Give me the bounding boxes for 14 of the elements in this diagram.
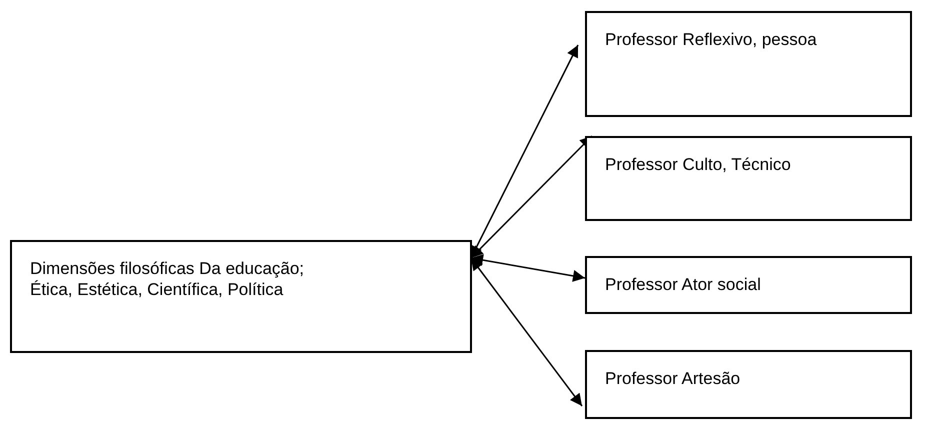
- box-text: Professor Ator social: [605, 274, 762, 295]
- box-text: Professor Culto, Técnico: [605, 154, 792, 175]
- double-arrow: [470, 254, 586, 282]
- box-text: Ética, Estética, Científica, Política: [30, 279, 284, 300]
- text-box: [585, 11, 912, 117]
- text-box: [10, 240, 472, 353]
- text-box: [585, 136, 912, 221]
- box-text: Professor Artesão: [605, 368, 742, 389]
- box-text: Professor Reflexivo, pessoa: [605, 29, 818, 50]
- box-text: Dimensões filosóficas Da educação;: [30, 258, 306, 279]
- double-arrow: [470, 258, 583, 406]
- double-arrow: [470, 135, 593, 259]
- text-box: [585, 256, 912, 314]
- text-box: [585, 350, 912, 419]
